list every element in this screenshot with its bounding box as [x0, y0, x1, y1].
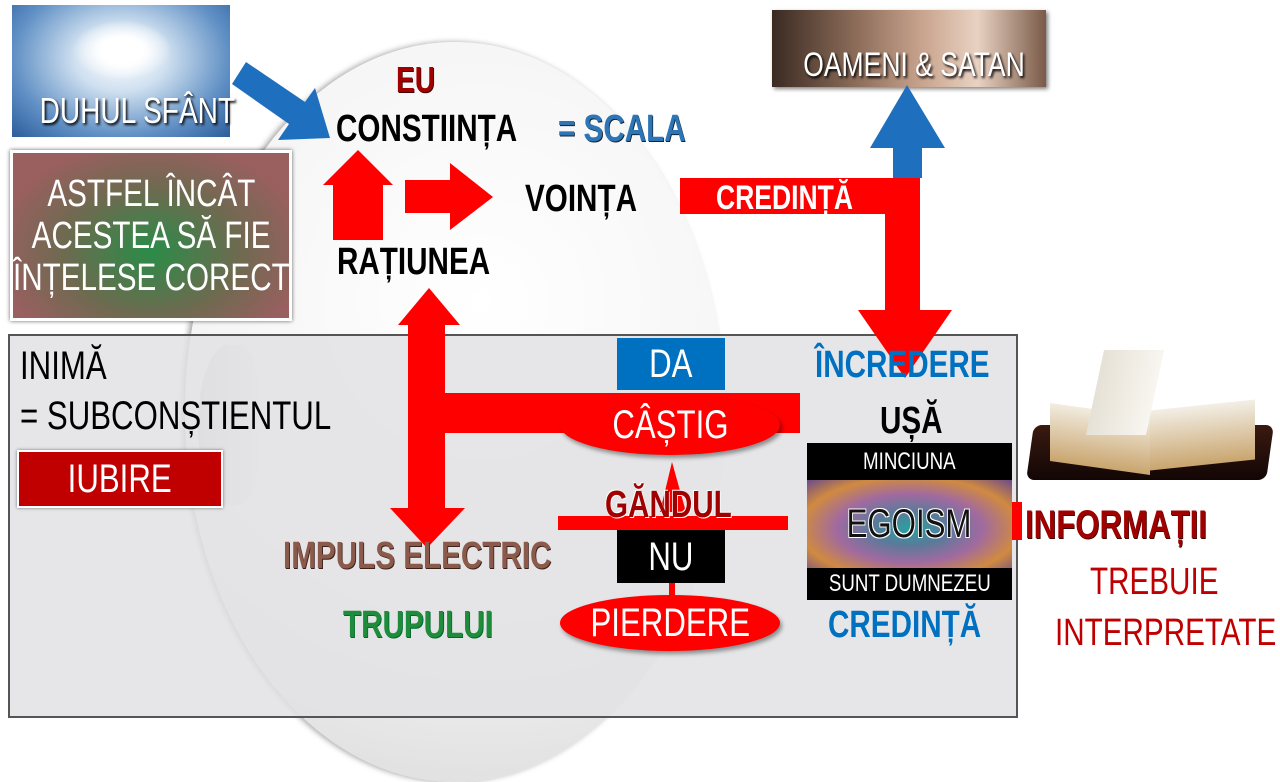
note-line-3: ÎNȚELESE CORECT	[12, 256, 290, 299]
blue-arrow-up-people	[870, 85, 945, 178]
scale-label: = SCALA	[558, 108, 686, 150]
gain-label: CÂȘTIG	[611, 403, 729, 447]
information-title: INFORMAȚII	[1025, 503, 1207, 547]
i-am-god-bar: SUNT DUMNEZEU	[807, 568, 1012, 600]
information-line-2: INTERPRETATE	[1055, 612, 1277, 654]
trust-label: ÎNCREDERE	[815, 344, 990, 386]
holy-spirit-image: DUHUL SFÂNT	[12, 5, 235, 137]
red-arrow-thought-up	[660, 462, 686, 512]
faith-arrow-label: CREDINȚĂ	[716, 179, 854, 217]
heart-title: INIMĂ	[20, 344, 107, 388]
loss-ellipse: PIERDERE	[560, 595, 780, 651]
door-label: UȘĂ	[880, 400, 943, 442]
information-line-1: TREBUIE	[1090, 561, 1219, 603]
yes-label: DA	[649, 342, 693, 386]
body-label: TRUPULUI	[343, 604, 493, 646]
faith-label: CREDINȚĂ	[828, 604, 982, 646]
thought-line	[558, 516, 788, 530]
yes-box: DA	[617, 338, 725, 390]
egoism-block: MINCIUNA EGOISM SUNT DUMNEZEU	[807, 443, 1012, 600]
blue-arrow-holy-spirit	[232, 62, 330, 140]
impulse-label: IMPULS ELECTRIC	[283, 535, 552, 577]
thought-label: GĂNDUL	[605, 484, 732, 526]
eye-image: EGOISM	[807, 480, 1012, 568]
love-box: IUBIRE	[17, 450, 223, 508]
egoism-label: EGOISM	[847, 502, 972, 546]
lie-bar: MINCIUNA	[807, 443, 1012, 480]
red-arrow-reason-to-will	[405, 163, 493, 230]
i-am-god-label: SUNT DUMNEZEU	[828, 570, 991, 597]
holy-spirit-label: DUHUL SFÂNT	[39, 90, 236, 131]
no-label: NU	[648, 534, 694, 579]
loss-label: PIERDERE	[590, 601, 750, 645]
red-arrow-faith-path	[680, 178, 952, 378]
heart-subtitle: = SUBCONȘTIENTUL	[20, 394, 332, 438]
eu-label: EU	[396, 59, 436, 100]
lie-label: MINCIUNA	[863, 447, 956, 475]
red-arrow-reason-to-conscience	[323, 150, 393, 240]
love-label: IUBIRE	[67, 457, 173, 501]
people-satan-image: OAMENI & SATAN	[772, 10, 1046, 87]
conscience-label: CONSTIINȚA	[336, 108, 518, 150]
reason-label: RAȚIUNEA	[337, 241, 491, 283]
will-label: VOINȚA	[525, 178, 637, 220]
people-satan-label: OAMENI & SATAN	[803, 46, 1025, 84]
note-line-1: ASTFEL ÎNCÂT	[46, 172, 256, 215]
dove-icon	[72, 20, 172, 80]
no-box: NU	[617, 530, 725, 583]
note-line-2: ACESTEA SĂ FIE	[31, 214, 271, 257]
note-box: ASTFEL ÎNCÂT ACESTEA SĂ FIE ÎNȚELESE COR…	[10, 150, 292, 321]
gain-ellipse: CÂȘTIG	[560, 395, 780, 455]
